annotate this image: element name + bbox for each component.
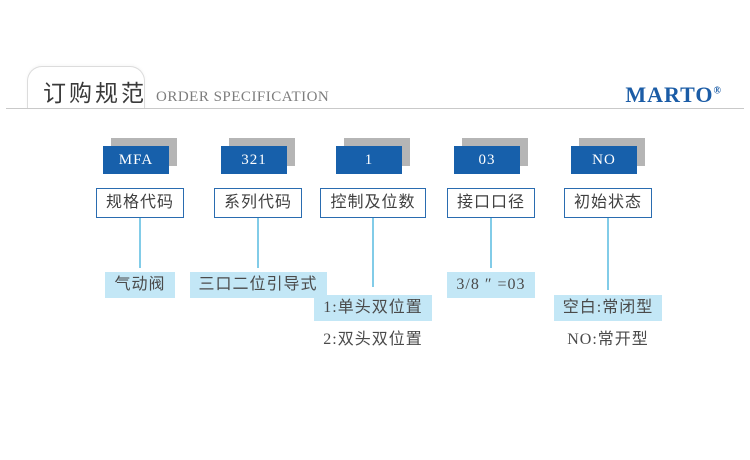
code-label-box: 控制及位数 xyxy=(320,188,426,218)
code-column-series: 321 系列代码 三口二位引导式 xyxy=(189,138,327,298)
code-note: 1:单头双位置 xyxy=(314,295,432,321)
brand-logo: MARTO® xyxy=(625,82,722,108)
connector-line xyxy=(607,218,609,290)
code-note: 三口二位引导式 xyxy=(189,272,327,298)
registered-trademark-mark: ® xyxy=(713,85,722,97)
header-divider xyxy=(6,108,744,109)
code-note: 2:双头双位置 xyxy=(323,331,423,348)
code-column-control: 1 控制及位数 1:单头双位置 2:双头双位置 xyxy=(308,138,438,353)
code-box-wrap: MFA xyxy=(103,138,177,174)
code-value-box: NO xyxy=(571,146,637,174)
order-code-diagram: MFA 规格代码 气动阀 321 系列代码 三口二位引导式 1 控制及位数 1:… xyxy=(0,138,750,438)
connector-line xyxy=(490,218,492,268)
code-note: NO:常开型 xyxy=(567,331,649,348)
code-note: 3/8 ″ =03 xyxy=(447,272,535,298)
code-box-wrap: 321 xyxy=(221,138,295,174)
code-column-spec: MFA 规格代码 气动阀 xyxy=(75,138,205,298)
code-label-box: 接口口径 xyxy=(446,188,535,218)
code-label-box: 初始状态 xyxy=(563,188,652,218)
code-label-box: 系列代码 xyxy=(213,188,302,218)
page-title: 订购规范 xyxy=(43,81,147,106)
code-value-box: 1 xyxy=(336,146,402,174)
code-note: 气动阀 xyxy=(105,272,175,298)
connector-line xyxy=(372,218,374,287)
page-subtitle: ORDER SPECIFICATION xyxy=(156,89,330,105)
connector-line xyxy=(139,218,141,268)
code-column-initial-state: NO 初始状态 空白:常闭型 NO:常开型 xyxy=(543,138,673,353)
code-value-box: MFA xyxy=(103,146,169,174)
code-note: 空白:常闭型 xyxy=(553,295,663,321)
brand-name: MARTO xyxy=(625,82,714,107)
code-label-box: 规格代码 xyxy=(95,188,184,218)
code-box-wrap: 1 xyxy=(336,138,410,174)
code-value-box: 03 xyxy=(454,146,520,174)
code-column-port-size: 03 接口口径 3/8 ″ =03 xyxy=(426,138,556,298)
page-title-tab: 订购规范 xyxy=(27,66,145,109)
connector-line xyxy=(257,218,259,268)
code-box-wrap: NO xyxy=(571,138,645,174)
code-box-wrap: 03 xyxy=(454,138,528,174)
code-value-box: 321 xyxy=(221,146,287,174)
